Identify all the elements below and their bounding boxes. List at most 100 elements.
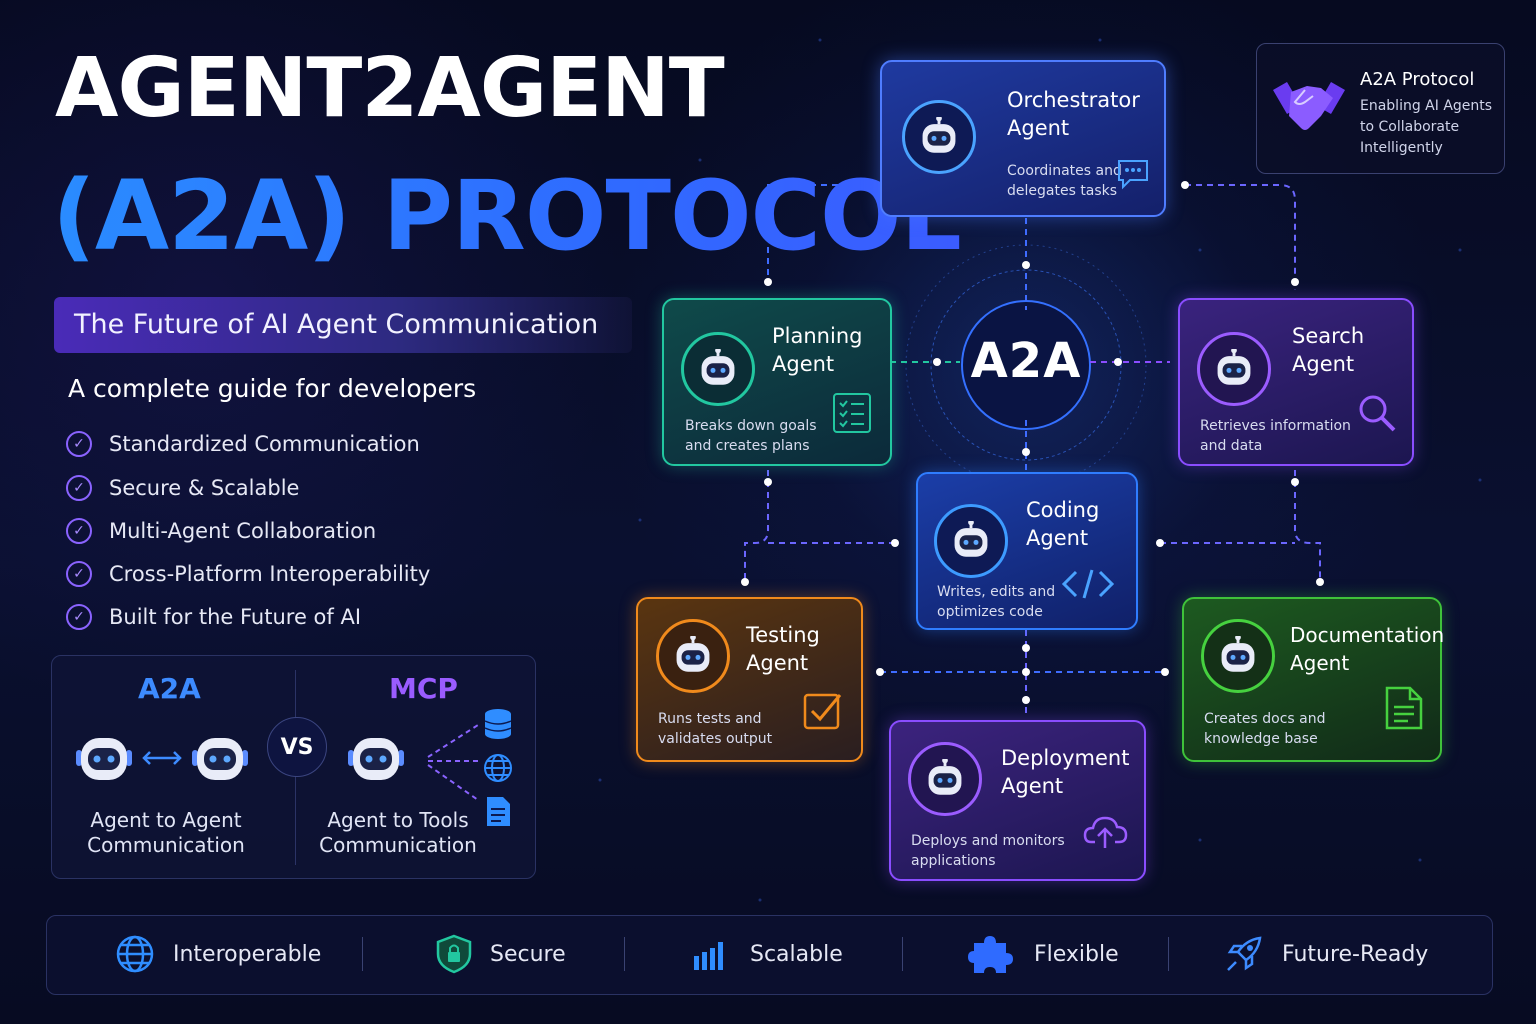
doc-icon <box>1385 686 1423 730</box>
bottom-item-label: Secure <box>490 941 566 967</box>
bottom-item-label: Future-Ready <box>1282 941 1429 967</box>
handshake-icon <box>1273 82 1345 130</box>
robot-icon <box>1221 636 1255 672</box>
robot-icon <box>192 738 248 780</box>
check-circle-icon: ✓ <box>66 431 92 457</box>
globe-icon <box>116 935 154 973</box>
bottom-separator <box>902 937 903 971</box>
legend-desc-line: to Collaborate <box>1360 119 1460 135</box>
feature-label: Secure & Scalable <box>109 476 300 500</box>
agent-avatar <box>934 504 1008 578</box>
robot-icon <box>954 521 988 557</box>
agent-desc: Runs tests and validates output <box>658 709 772 749</box>
robot-icon <box>701 349 735 385</box>
bottom-separator <box>362 937 363 971</box>
bottom-item: Flexible <box>966 933 1119 975</box>
bottom-item: Scalable <box>692 933 843 975</box>
agent-desc-line: Retrieves information <box>1200 418 1351 434</box>
agent-desc-line: applications <box>911 853 996 869</box>
agent-title-line: Agent <box>1292 352 1355 376</box>
check-circle-icon: ✓ <box>66 561 92 587</box>
code-icon <box>1061 569 1115 599</box>
database-icon <box>484 709 512 739</box>
bottom-item-label: Scalable <box>750 941 843 967</box>
agent-title-line: Orchestrator <box>1007 88 1140 112</box>
feature-label: Standardized Communication <box>109 432 420 456</box>
double-arrow-icon <box>142 751 182 765</box>
agent-title-line: Agent <box>1007 116 1070 140</box>
bottom-item-label: Interoperable <box>173 941 322 967</box>
agent-desc-line: delegates tasks <box>1007 183 1118 199</box>
legend-desc-line: Enabling AI Agents <box>1360 98 1493 114</box>
cloud-upload-icon <box>1083 816 1128 848</box>
agent-desc: Deploys and monitors applications <box>911 831 1065 871</box>
title-line-2: (A2A) PROTOCOL <box>52 160 962 272</box>
agent-title-line: Testing <box>746 623 820 647</box>
agent-avatar <box>902 100 976 174</box>
hub-label: A2A <box>970 333 1082 389</box>
agent-title-line: Deployment <box>1001 746 1130 770</box>
agent-avatar <box>681 332 755 406</box>
mcp-label: MCP <box>389 672 458 705</box>
subtitle: The Future of AI Agent Communication <box>74 309 599 340</box>
robot-icon <box>1217 349 1251 385</box>
a2a-caption: Agent to Agent Communication <box>66 808 266 858</box>
agent-avatar <box>908 742 982 816</box>
a2a-caption-line: Communication <box>87 833 245 857</box>
agent-title-line: Planning <box>772 324 863 348</box>
agent-title-line: Agent <box>1001 774 1064 798</box>
feature-item: ✓ Multi-Agent Collaboration <box>66 516 486 546</box>
robot-icon <box>922 117 956 153</box>
agent-desc-line: Breaks down goals <box>685 418 817 434</box>
agent-avatar <box>1201 619 1275 693</box>
feature-item: ✓ Standardized Communication <box>66 429 486 459</box>
bottom-separator <box>624 937 625 971</box>
feature-label: Cross-Platform Interoperability <box>109 562 431 586</box>
guide-text: A complete guide for developers <box>68 374 477 403</box>
agent-avatar <box>1197 332 1271 406</box>
agent-title-line: Agent <box>772 352 835 376</box>
feature-item: ✓ Cross-Platform Interoperability <box>66 559 486 589</box>
agent-avatar <box>656 619 730 693</box>
bottom-item-label: Flexible <box>1034 941 1119 967</box>
agent-title-line: Search <box>1292 324 1365 348</box>
bottom-item: Interoperable <box>115 933 321 975</box>
agent-desc-line: validates output <box>658 731 773 747</box>
feature-item: ✓ Secure & Scalable <box>66 473 486 503</box>
robot-icon <box>76 738 132 780</box>
a2a-caption-line: Agent to Agent <box>90 808 242 832</box>
agent-desc-line: Deploys and monitors <box>911 833 1065 849</box>
robot-icon <box>928 759 962 795</box>
agent-desc-line: Runs tests and <box>658 711 762 727</box>
puzzle-icon <box>968 936 1013 973</box>
legend-desc: Enabling AI Agents to Collaborate Intell… <box>1360 96 1492 159</box>
agent-title-line: Agent <box>1026 526 1089 550</box>
agent-desc-line: and creates plans <box>685 438 810 454</box>
feature-label: Multi-Agent Collaboration <box>109 519 377 543</box>
a2a-label: A2A <box>138 672 201 705</box>
agent-title-line: Coding <box>1026 498 1100 522</box>
globe-icon <box>484 754 512 782</box>
chat-icon <box>1118 160 1148 190</box>
checklist-icon <box>833 393 871 433</box>
agent-title-line: Agent <box>746 651 809 675</box>
agent-desc-line: Creates docs and <box>1204 711 1326 727</box>
